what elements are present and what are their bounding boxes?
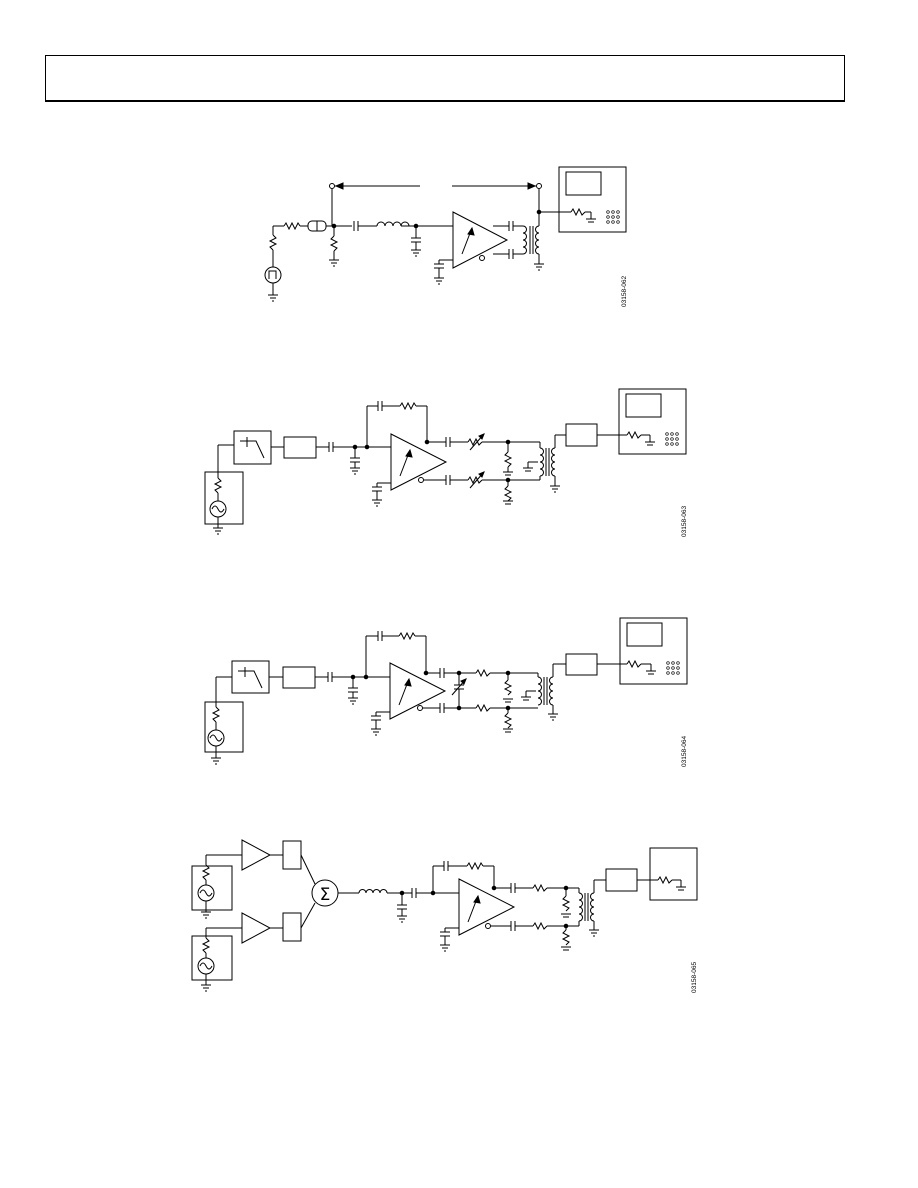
analyzer-icon [649,847,698,901]
summer-symbol: Σ [320,885,331,905]
shunt-capacitor-2 [350,447,360,475]
feedback-network [432,861,495,893]
shunt-capacitor-4 [397,893,407,923]
block-2 [282,912,302,942]
transformer-icon [523,434,566,493]
feedback-network [366,401,428,447]
pulse-source-icon [264,221,308,302]
attenuator-icon [307,220,352,232]
summer-icon: Σ [311,879,339,907]
spectrum-analyzer-icon [619,617,688,685]
shunt-resistor-icon [329,226,339,267]
figure-4-id-label: 03158-065 [691,962,698,993]
vga-amplifier-icon [372,433,448,507]
vga-amplifier-icon [440,878,516,952]
amplifier-1-icon [241,839,272,871]
page-header-box [45,55,845,102]
input-capacitor [411,888,459,898]
block-box [282,666,316,689]
figure-1-pulse-test-setup: 03158-062 [264,166,628,307]
output-network-2 [424,433,540,489]
termination-resistors-2 [503,442,513,505]
termination-resistors-4 [561,888,571,951]
capacitor-icon [353,221,377,231]
output-block [565,653,598,676]
shunt-capacitor-icon [411,226,421,257]
output-coupling-caps [493,221,523,259]
input-capacitor [315,672,390,682]
transformer-icon [522,212,544,271]
feedback-network [365,631,427,677]
transformer-icon [521,663,566,721]
termination-resistors-3 [503,673,513,733]
block-1 [282,840,302,870]
amplifier-2-icon [241,912,272,944]
spectrum-analyzer-icon [558,166,627,233]
sine-source-box-1 [191,854,242,919]
output-block [565,423,598,447]
figure-2-distortion-test-setup: 03158-063 [204,388,688,537]
measurement-arrow [329,182,542,226]
figure-3-id-label: 03158-064 [681,736,688,767]
figure-4-two-tone-test-setup: Σ [191,839,698,993]
output-network-4 [491,883,579,931]
output-block [605,868,638,892]
inductor-icon [358,889,412,894]
sine-source-box-2 [191,927,242,992]
spectrum-analyzer-icon [618,388,687,455]
shunt-capacitor-3 [348,677,358,705]
inductor-icon [376,221,453,227]
input-capacitor [316,442,391,452]
vga-amplifier-icon [434,211,509,285]
figure-1-id-label: 03158-062 [621,276,628,307]
vga-amplifier-icon [371,662,447,736]
low-pass-filter-icon [231,660,283,694]
output-network-3 [423,668,538,713]
block-box [283,436,317,459]
figure-2-id-label: 03158-063 [681,506,688,537]
sine-source-box [204,676,244,765]
figure-3-distortion-test-setup: 03158-064 [204,617,688,767]
sine-source-box [204,444,244,535]
low-pass-filter-icon [233,430,284,465]
transformer-icon [578,879,606,937]
